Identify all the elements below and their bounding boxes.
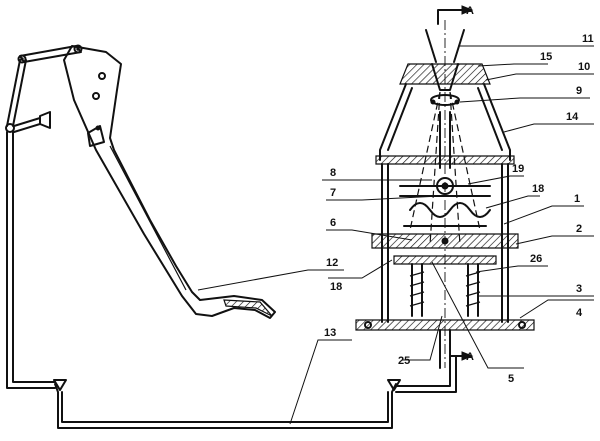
label-3: 3 (576, 283, 582, 295)
mid-flange (375, 155, 515, 165)
label-7: 7 (330, 187, 336, 199)
label-2: 2 (576, 223, 582, 235)
top-cap (399, 63, 491, 85)
leader-lines (197, 45, 594, 425)
lever-hole-icon (98, 72, 106, 80)
valve-assembly (355, 5, 535, 369)
top-left-pivot-icon (17, 54, 27, 64)
left-bellcrank-icon (53, 379, 67, 391)
top-right-pivot-icon (73, 44, 83, 54)
left-bracket-icon (39, 111, 51, 129)
lever-hole-icon (92, 92, 100, 100)
lower-plate (393, 255, 497, 265)
label-4: 4 (576, 307, 583, 319)
label-26: 26 (530, 253, 542, 265)
orifice-ring (430, 94, 460, 106)
label-25: 25 (398, 355, 410, 367)
label-14: 14 (566, 111, 579, 123)
central-hub-icon (436, 177, 454, 195)
label-18-lower: 18 (330, 281, 342, 293)
label-5: 5 (508, 373, 514, 385)
left-pivot-icon (5, 123, 15, 133)
label-18-upper: 18 (532, 183, 544, 195)
label-9: 9 (576, 85, 582, 97)
section-mark-bottom: A (466, 351, 474, 363)
label-10: 10 (578, 61, 590, 73)
pedal-lever-assembly (5, 44, 276, 389)
label-11: 11 (582, 33, 594, 45)
label-8: 8 (330, 167, 336, 179)
label-13: 13 (324, 327, 336, 339)
section-mark-top: A (466, 5, 474, 17)
label-12: 12 (326, 257, 338, 269)
section-arrow-top-icon (461, 5, 474, 15)
labels: A A 11 15 10 9 14 8 19 7 18 1 6 2 12 18 … (324, 5, 594, 385)
label-6: 6 (330, 217, 336, 229)
label-1: 1 (574, 193, 580, 205)
label-19: 19 (512, 163, 524, 175)
label-15: 15 (540, 51, 552, 63)
pedal-pad (223, 299, 273, 317)
base-plate (355, 319, 535, 331)
bottom-linkage (53, 355, 457, 429)
section-arrow-bottom-icon (461, 351, 474, 361)
